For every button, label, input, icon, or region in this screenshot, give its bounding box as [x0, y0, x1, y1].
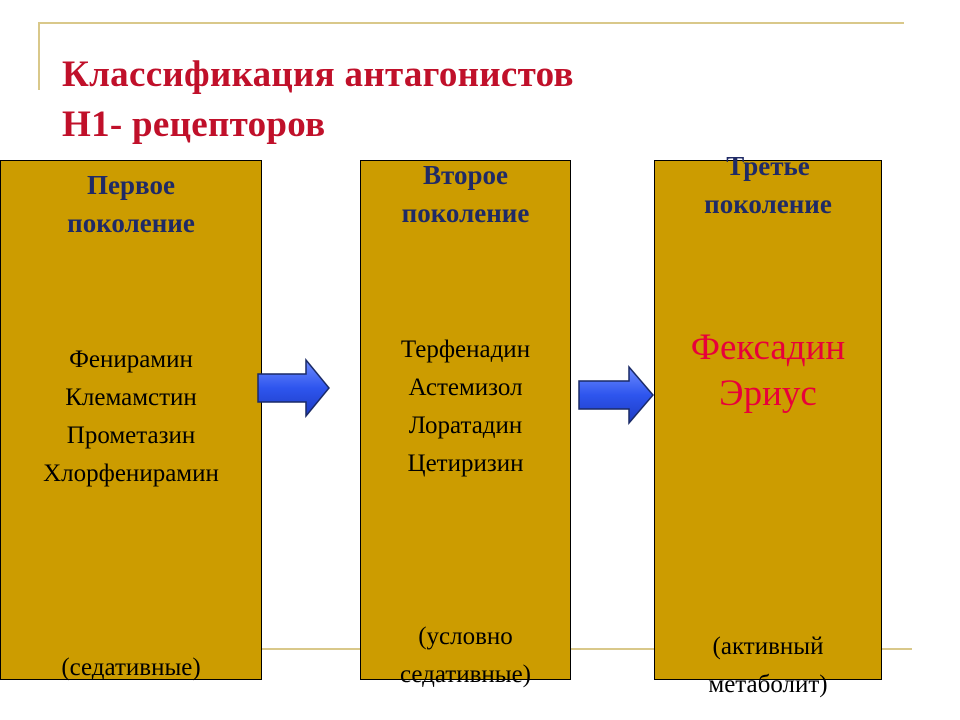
second-generation-box: Второе поколение Терфенадин Астемизол Ло… [360, 160, 571, 688]
first-generation-note: (седативные) [1, 649, 261, 687]
heading-line: поколение [67, 208, 195, 238]
heading-line: Третье [726, 151, 810, 181]
note-line: (условно [418, 623, 513, 650]
decorative-top-line [38, 22, 904, 24]
drug-name: Астемизол [408, 374, 523, 401]
second-generation-heading: Второе поколение [361, 156, 570, 232]
third-generation-box: Третье поколение Фексадин Эриус (активны… [654, 151, 882, 698]
drug-name: Фексадин [690, 327, 846, 368]
heading-line: Второе [423, 160, 508, 190]
decorative-left-line [38, 22, 40, 90]
drug-name: Лоратадин [408, 412, 523, 439]
slide-title: Классификация антагонистов Н1- рецепторо… [62, 50, 574, 150]
heading-line: Первое [87, 170, 175, 200]
note-line: (седативные) [61, 654, 201, 681]
drug-name: Клемамстин [65, 384, 197, 411]
note-line: седативные) [399, 661, 532, 688]
slide-title-line-1: Классификация антагонистов [62, 54, 574, 95]
first-generation-heading: Первое поколение [1, 166, 261, 242]
right-arrow-icon [578, 365, 654, 425]
third-generation-drug-list: Фексадин Эриус [655, 325, 881, 417]
drug-name: Цетиризин [407, 450, 524, 477]
third-generation-heading: Третье поколение [655, 147, 881, 223]
right-arrow-icon [257, 358, 330, 418]
second-generation-note: (условно седативные) [361, 618, 570, 694]
note-line: (активный [712, 633, 824, 660]
drug-name: Прометазин [66, 422, 196, 449]
drug-name: Фенирамин [69, 346, 193, 373]
drug-name: Хлорфенирамин [43, 460, 219, 487]
first-generation-box: Первое поколение Фенирамин Клемамстин Пр… [0, 160, 262, 681]
drug-name: Терфенадин [400, 336, 531, 363]
third-generation-note: (активный метаболит) [655, 628, 881, 704]
second-generation-drug-list: Терфенадин Астемизол Лоратадин Цетиризин [361, 331, 570, 483]
drug-name: Эриус [719, 373, 817, 414]
note-line: метаболит) [708, 671, 828, 698]
heading-line: поколение [704, 189, 832, 219]
first-generation-drug-list: Фенирамин Клемамстин Прометазин Хлорфени… [1, 341, 261, 493]
heading-line: поколение [401, 198, 530, 228]
slide-title-line-2: Н1- рецепторов [62, 104, 326, 145]
